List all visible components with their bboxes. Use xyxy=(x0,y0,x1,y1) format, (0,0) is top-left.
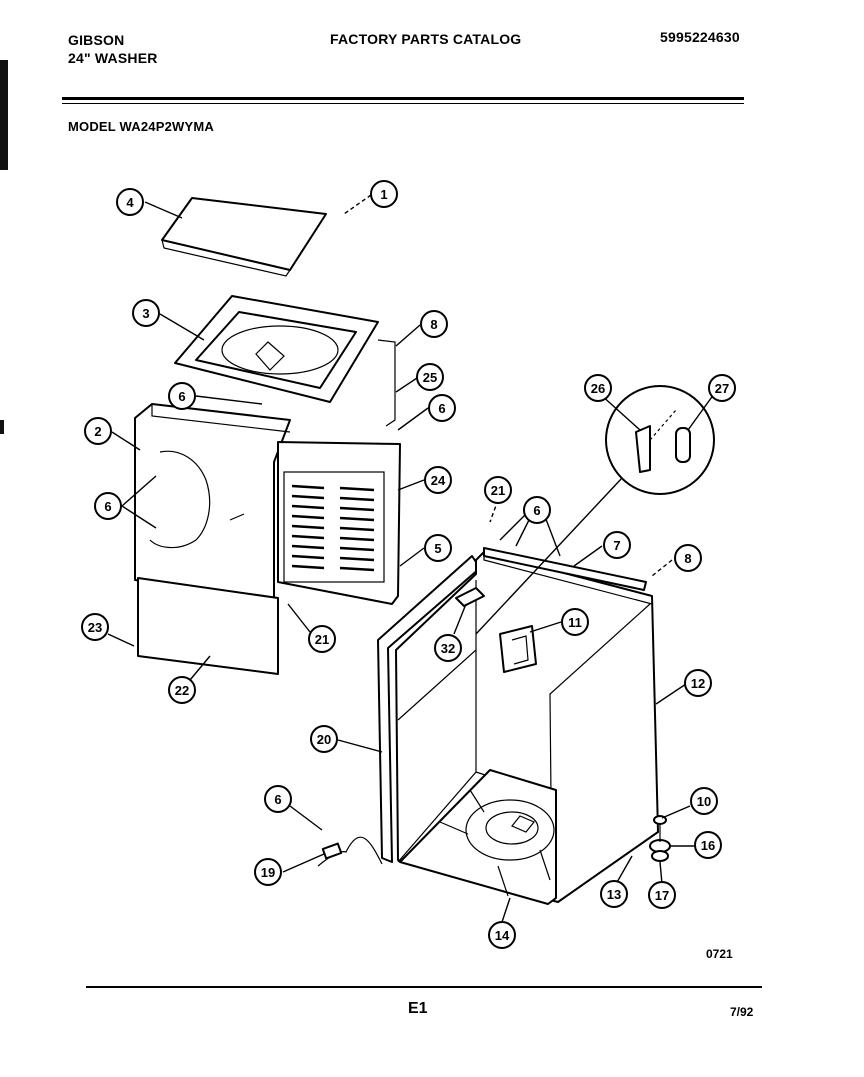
callout-label: 6 xyxy=(178,389,185,404)
base-part xyxy=(399,769,557,905)
lower-panel-part xyxy=(137,577,279,675)
callout-8: 8 xyxy=(420,310,448,338)
callout-label: 26 xyxy=(591,381,605,396)
callout-label: 22 xyxy=(175,683,189,698)
callout-label: 21 xyxy=(315,632,329,647)
callout-6: 6 xyxy=(264,785,292,813)
callout-label: 25 xyxy=(423,370,437,385)
leader-lines xyxy=(107,194,715,923)
callout-21: 21 xyxy=(308,625,336,653)
callout-5: 5 xyxy=(424,534,452,562)
callout-label: 24 xyxy=(431,473,446,488)
callout-27: 27 xyxy=(708,374,736,402)
product-label: 24" WASHER xyxy=(68,50,158,66)
callout-label: 10 xyxy=(697,794,711,809)
callout-10: 10 xyxy=(690,787,718,815)
callout-label: 6 xyxy=(533,503,540,518)
callout-label: 8 xyxy=(684,551,691,566)
top-frame-part xyxy=(174,295,379,403)
front-panel-part xyxy=(134,403,291,601)
catalog-number: 5995224630 xyxy=(660,29,740,45)
callout-19: 19 xyxy=(254,858,282,886)
callout-label: 3 xyxy=(142,306,149,321)
callout-17: 17 xyxy=(648,881,676,909)
callout-3: 3 xyxy=(132,299,160,327)
callout-11: 11 xyxy=(561,608,589,636)
callout-24: 24 xyxy=(424,466,452,494)
callout-14: 14 xyxy=(488,921,516,949)
footer-rule xyxy=(86,986,762,988)
callout-label: 14 xyxy=(495,928,510,943)
callout-label: 23 xyxy=(88,620,102,635)
bracket-part xyxy=(377,339,396,427)
callout-label: 2 xyxy=(94,424,101,439)
callout-13: 13 xyxy=(600,880,628,908)
callout-7: 7 xyxy=(603,531,631,559)
scan-edge-mark xyxy=(0,420,4,434)
callout-6: 6 xyxy=(94,492,122,520)
scan-edge-mark xyxy=(0,60,8,170)
page-label: E1 xyxy=(408,1000,428,1017)
callout-12: 12 xyxy=(684,669,712,697)
callout-20: 20 xyxy=(310,725,338,753)
callout-21: 21 xyxy=(484,476,512,504)
callout-6: 6 xyxy=(428,394,456,422)
callout-label: 11 xyxy=(568,615,582,630)
callout-label: 12 xyxy=(691,676,705,691)
header-rule xyxy=(62,97,744,100)
callout-label: 19 xyxy=(261,865,275,880)
top-rail-part xyxy=(483,547,647,591)
callout-label: 13 xyxy=(607,887,621,902)
callout-label: 27 xyxy=(715,381,729,396)
side-trim-part xyxy=(377,555,481,863)
lid-part xyxy=(161,197,327,277)
callout-label: 8 xyxy=(430,317,437,332)
callout-label: 6 xyxy=(438,401,445,416)
drawing-code: 0721 xyxy=(706,947,733,961)
callout-1: 1 xyxy=(370,180,398,208)
callout-6: 6 xyxy=(168,382,196,410)
callout-label: 20 xyxy=(317,732,331,747)
callout-label: 16 xyxy=(701,838,715,853)
callout-2: 2 xyxy=(84,417,112,445)
power-cord-part xyxy=(317,836,383,867)
callout-32: 32 xyxy=(434,634,462,662)
header-rule-thin xyxy=(62,103,744,104)
callout-label: 6 xyxy=(274,792,281,807)
callout-23: 23 xyxy=(81,613,109,641)
brand-label: GIBSON xyxy=(68,32,125,48)
model-label: MODEL WA24P2WYMA xyxy=(68,119,214,134)
callout-label: 5 xyxy=(434,541,441,556)
catalog-title: FACTORY PARTS CATALOG xyxy=(330,31,522,47)
callout-label: 6 xyxy=(104,499,111,514)
callout-6: 6 xyxy=(523,496,551,524)
callout-26: 26 xyxy=(584,374,612,402)
callout-25: 25 xyxy=(416,363,444,391)
callout-label: 32 xyxy=(441,641,455,656)
callout-label: 21 xyxy=(491,483,505,498)
callout-16: 16 xyxy=(694,831,722,859)
callout-label: 7 xyxy=(613,538,620,553)
clip-part xyxy=(455,587,485,607)
callout-4: 4 xyxy=(116,188,144,216)
callout-8: 8 xyxy=(674,544,702,572)
vent-slots xyxy=(291,484,375,572)
callout-label: 1 xyxy=(380,187,387,202)
callout-label: 4 xyxy=(126,195,134,210)
bracket-box-part xyxy=(499,625,537,673)
callout-22: 22 xyxy=(168,676,196,704)
detail-inset xyxy=(475,385,715,635)
revision-date: 7/92 xyxy=(730,1005,754,1019)
rear-panel-part xyxy=(277,441,401,605)
callout-label: 17 xyxy=(655,888,669,903)
